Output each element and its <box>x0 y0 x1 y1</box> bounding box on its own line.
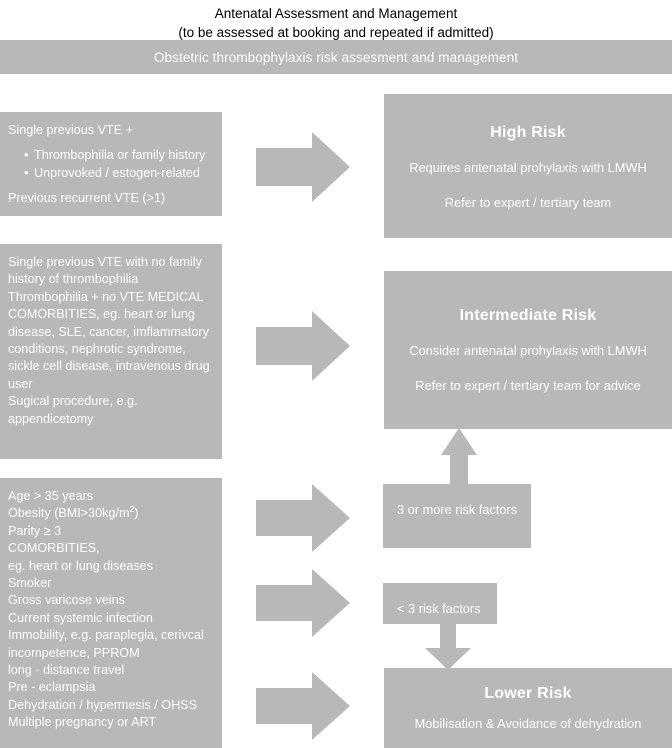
list-item: Dehydration / hypermesis / OHSS <box>8 697 197 712</box>
intermediate-risk-title: Intermediate Risk <box>459 307 597 324</box>
arrow-three-or-more-to-intermediate-risk <box>441 428 477 487</box>
page-title: Antenatal Assessment and Management (to … <box>0 0 672 42</box>
arrow-risk-factors-to-less-than-three <box>256 569 350 637</box>
decision-three-or-more-label: 3 or more risk factors <box>397 502 518 517</box>
high-risk-line-1: Requires antenatal prohylaxis with LMWH <box>409 160 647 175</box>
list-item-obesity: Obesity (BMI>30kg/m2) <box>8 505 212 522</box>
list-item: Thrombophilia or family history <box>24 147 212 165</box>
list-item: Smoker <box>8 576 52 591</box>
high-risk-title: High Risk <box>490 124 566 141</box>
decision-less-than-three-label: < 3 risk factors <box>397 601 481 616</box>
list-item: Parity ≥ 3 <box>8 523 62 538</box>
decision-three-or-more-box: 3 or more risk factors <box>383 484 531 548</box>
intermediate-criteria-line-1: Single previous VTE with no family histo… <box>8 255 202 287</box>
lower-risk-title: Lower Risk <box>484 685 572 702</box>
arrow-less-than-three-to-lower-risk <box>425 620 471 670</box>
list-item: eg. heart or lung diseases <box>8 558 153 573</box>
list-item: Immobility, e.g. paraplegia, cerivcal <box>8 628 204 643</box>
arrow-risk-factors-to-three-or-more <box>256 484 350 552</box>
list-item: incompetence, PPROM <box>8 645 140 660</box>
high-risk-criteria-bullet-list: Thrombophilia or family history Unprovok… <box>8 147 212 182</box>
list-item: long - distance travel <box>8 663 125 678</box>
lower-risk-outcome-box: Lower Risk Mobilisation & Avoidance of d… <box>384 668 672 748</box>
list-item: Multiple pregnancy or ART <box>8 715 157 730</box>
page-title-line-2: (to be assessed at booking and repeated … <box>178 25 494 40</box>
intermediate-criteria-line-3: Sugical procedure, e.g. appendicetomy <box>8 394 138 426</box>
risk-factors-box: Age > 35 years Obesity (BMI>30kg/m2) Par… <box>0 478 222 748</box>
high-risk-criteria-trailing: Previous recurrent VTE (>1) <box>8 191 166 206</box>
arrow-risk-factors-to-lower-risk <box>256 672 350 740</box>
intermediate-risk-outcome-content: Intermediate Risk Consider antenatal pro… <box>409 307 647 393</box>
high-risk-outcome-box: High Risk Requires antenatal prohylaxis … <box>384 94 672 238</box>
lower-risk-outcome-content: Lower Risk Mobilisation & Avoidance of d… <box>415 685 642 731</box>
lower-risk-line-1: Mobilisation & Avoidance of dehydration <box>414 716 642 731</box>
header-band: Obstetric thrombophylaxis risk assesment… <box>0 40 672 74</box>
high-risk-criteria-lead: Single previous VTE + <box>8 123 133 137</box>
intermediate-risk-criteria-box: Single previous VTE with no family histo… <box>0 244 222 459</box>
intermediate-risk-outcome-box: Intermediate Risk Consider antenatal pro… <box>384 271 672 429</box>
obesity-superscript: 2 <box>129 504 135 515</box>
obesity-prefix: Obesity (BMI>30kg/m <box>8 506 130 521</box>
arrow-high-vte-to-high-risk <box>256 132 350 202</box>
high-risk-outcome-content: High Risk Requires antenatal prohylaxis … <box>409 122 647 210</box>
high-risk-line-2: Refer to expert / tertiary team <box>444 195 612 210</box>
high-risk-criteria-box: Single previous VTE + Thrombophilia or f… <box>0 112 222 216</box>
list-item: Age > 35 years <box>8 489 94 503</box>
header-band-label: Obstetric thrombophylaxis risk assesment… <box>153 49 519 65</box>
list-item: Unprovoked / estogen-related <box>24 165 212 183</box>
page-title-line-1: Antenatal Assessment and Management <box>214 6 458 21</box>
list-item: Current systemic infection <box>8 610 153 625</box>
list-item: Pre - eclampsia <box>8 680 96 695</box>
intermediate-risk-line-2: Refer to expert / tertiary team for advi… <box>415 378 641 393</box>
list-item: Gross varicose veins <box>8 593 125 608</box>
arrow-medical-to-intermediate-risk <box>256 311 350 381</box>
obesity-suffix: ) <box>134 506 139 521</box>
list-item: COMORBITIES, <box>8 541 100 556</box>
intermediate-risk-line-1: Consider antenatal prohylaxis with LMWH <box>409 343 647 358</box>
intermediate-criteria-line-2: Thrombophilia + no VTE MEDICAL COMORBITI… <box>8 289 210 391</box>
decision-less-than-three-box: < 3 risk factors <box>383 583 497 624</box>
